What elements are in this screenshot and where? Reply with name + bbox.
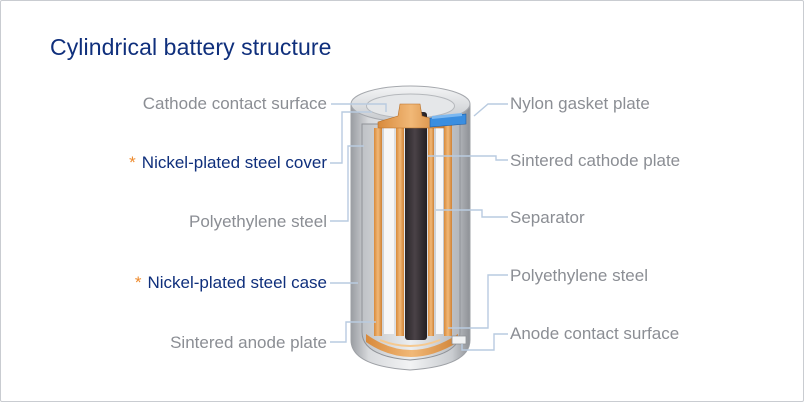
- label-polyethylene-steel-right: Polyethylene steel: [510, 266, 648, 285]
- leader-lines: [330, 103, 508, 351]
- battery-body: [350, 85, 471, 371]
- highlight-marker: *: [129, 153, 136, 172]
- label-nickel-plated-steel-case: *Nickel-plated steel case: [134, 273, 327, 292]
- highlight-marker: *: [134, 273, 142, 292]
- label-sintered-cathode-plate: Sintered cathode plate: [510, 151, 681, 170]
- label-cathode-contact-surface: Cathode contact surface: [142, 94, 327, 113]
- label-nickel-plated-steel-cover: *Nickel-plated steel cover: [129, 153, 327, 172]
- diagram-title: Cylindrical battery structure: [50, 34, 332, 60]
- label-anode-contact-surface: Anode contact surface: [510, 324, 680, 343]
- label-nylon-gasket-plate: Nylon gasket plate: [510, 94, 650, 113]
- label-separator: Separator: [510, 208, 585, 227]
- label-polyethylene-steel-left: Polyethylene steel: [189, 212, 327, 231]
- label-sintered-anode-plate: Sintered anode plate: [170, 333, 327, 352]
